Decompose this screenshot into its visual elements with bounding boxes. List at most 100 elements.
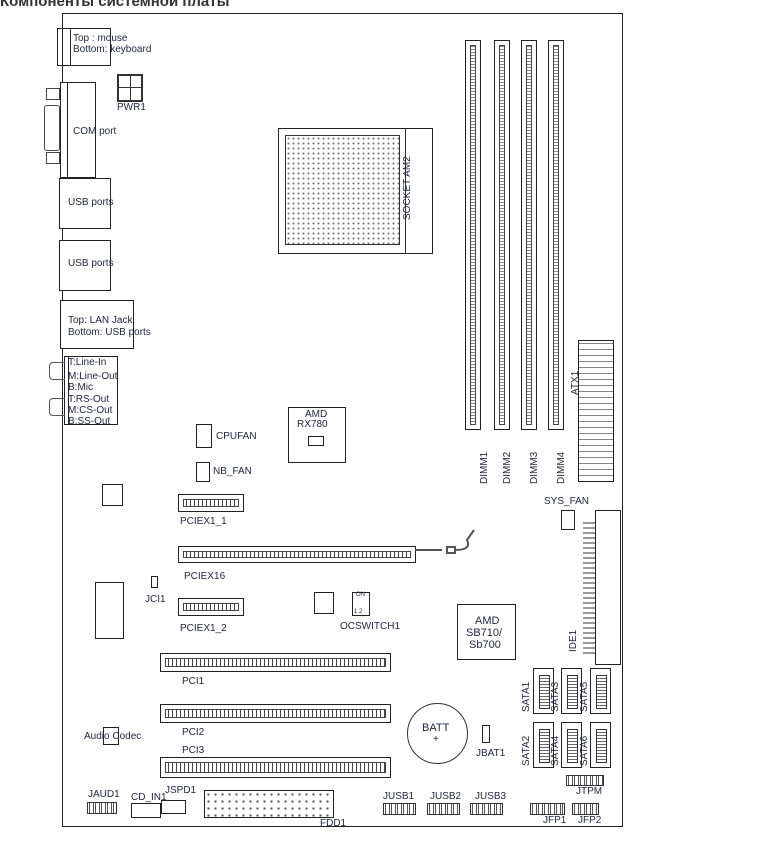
pciex1-2-slot: [178, 598, 244, 616]
jfp2-label: JFP2: [578, 815, 602, 826]
jci1-label: JCI1: [145, 594, 166, 605]
sata6-connector: [590, 722, 611, 768]
pciex16-latch: [415, 529, 475, 554]
jspd1-connector: [161, 800, 186, 814]
usb-ports-2: [59, 240, 111, 291]
battery: [407, 703, 468, 764]
com-connector-body: [44, 105, 60, 151]
jusb2-header: [427, 803, 460, 815]
jusb3-header: [470, 803, 503, 815]
ocswitch-label: OCSWITCH1: [340, 621, 400, 632]
pci2-label: PCI2: [182, 727, 205, 738]
sysfan-connector: [561, 510, 575, 530]
sata5-connector: [590, 668, 611, 714]
pci3-label: PCI3: [182, 745, 205, 756]
pci1-slot: [160, 653, 391, 672]
jaud1-label: JAUD1: [88, 789, 120, 800]
cpufan-label: CPUFAN: [216, 431, 257, 442]
dimm2-slot: [494, 40, 510, 430]
sata3-connector: [561, 668, 582, 714]
jusb3-label: JUSB3: [475, 791, 507, 802]
pciex16-label: PCIEX16: [184, 571, 226, 582]
com-port: [60, 82, 96, 178]
jbat1-jumper: [482, 725, 490, 743]
sata4-label: SATA4: [550, 735, 561, 766]
southbridge-chip: [457, 604, 516, 660]
battery-plus: +: [433, 734, 439, 745]
audio-jacks: [64, 356, 118, 425]
jfp1-header: [530, 803, 565, 815]
lan-usb-port: [60, 300, 134, 349]
southbridge-label-3: Sb700: [469, 639, 501, 651]
sata4-connector: [561, 722, 582, 768]
dimm3-label: DIMM3: [529, 451, 540, 484]
cpu-socket: [278, 128, 433, 254]
jtpm-header: [566, 775, 604, 786]
com-port-label: COM port: [73, 126, 117, 137]
northbridge-label-1: AMD: [305, 409, 328, 420]
northbridge-label-2: RX780: [297, 419, 328, 430]
lan-top-label: Top: LAN Jack: [68, 315, 133, 326]
dimm3-slot: [521, 40, 537, 430]
ocswitch-on-label: ON: [356, 592, 365, 598]
usb-ports-1: [59, 178, 111, 229]
sata6-label: SATA6: [579, 735, 590, 766]
atx1-label: ATX1: [570, 370, 581, 395]
ps2-port: [57, 28, 111, 66]
lan-bottom-label: Bottom: USB ports: [68, 327, 151, 338]
northbridge-chip: [288, 407, 346, 463]
pciex1-1-slot: [178, 494, 244, 512]
sata2-label: SATA2: [521, 735, 532, 766]
fdd1-label: FDD1: [320, 818, 347, 829]
dimm4-slot: [548, 40, 564, 430]
ps2-top-label: Top : mouse: [73, 33, 128, 44]
dimm1-label: DIMM1: [479, 451, 490, 484]
southbridge-label-1: AMD: [475, 615, 500, 627]
pci1-label: PCI1: [182, 676, 205, 687]
socket-label: SOCKET AM2: [402, 156, 413, 220]
jtpm-label: JTPM: [576, 786, 603, 797]
dimm2-label: DIMM2: [502, 451, 513, 484]
pwr1-connector: [117, 74, 143, 102]
sata5-label: SATA5: [579, 681, 590, 712]
usb-ports-1-label: USB ports: [68, 197, 114, 208]
pciex1-1-label: PCIEX1_1: [180, 516, 227, 527]
ide1-connector: [595, 510, 621, 665]
ocswitch1[interactable]: [352, 592, 370, 616]
cd-in1-connector: [131, 803, 161, 818]
ide1-label: IDE1: [568, 629, 579, 652]
jaud1-header: [87, 802, 117, 814]
pci2-slot: [160, 704, 391, 723]
jspd1-label: JSPD1: [165, 785, 197, 796]
sata1-connector: [533, 668, 554, 714]
jusb1-label: JUSB1: [383, 791, 415, 802]
audio-codec-label: Audio Codec: [84, 731, 142, 742]
cpufan-connector: [196, 424, 212, 448]
southbridge-label-2: SB710/: [466, 627, 503, 639]
chip-square: [102, 484, 123, 506]
sata3-label: SATA3: [550, 681, 561, 712]
sata1-label: SATA1: [521, 681, 532, 712]
atx1-connector: [578, 340, 614, 482]
jfp2-header: [572, 803, 599, 815]
pciex16-slot: [178, 546, 416, 563]
pwr1-label: PWR1: [117, 102, 146, 113]
pci3-slot: [160, 757, 391, 778]
jbat1-label: JBAT1: [476, 748, 506, 759]
dimm1-slot: [465, 40, 481, 430]
pciex1-2-label: PCIEX1_2: [180, 623, 227, 634]
large-chip: [95, 582, 124, 639]
dimm4-label: DIMM4: [556, 451, 567, 484]
chip-square-2: [314, 592, 334, 614]
page-title: Компоненты системной платы: [0, 0, 230, 10]
jusb1-header: [383, 803, 416, 815]
jci1-connector: [151, 576, 158, 588]
nbfan-connector: [196, 462, 210, 482]
sysfan-label: SYS_FAN: [544, 496, 590, 507]
jfp1-label: JFP1: [543, 815, 567, 826]
motherboard-outline: [62, 13, 623, 827]
audio-codec-chip: [103, 727, 119, 745]
ps2-bottom-label: Bottom: keyboard: [73, 44, 152, 55]
usb-ports-2-label: USB ports: [68, 258, 114, 269]
